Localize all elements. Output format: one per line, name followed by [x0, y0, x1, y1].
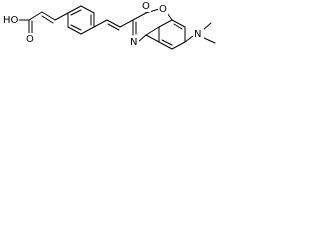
bond-c3-c2 — [132, 12, 147, 21]
benzene-ring — [67, 5, 95, 35]
bond-c-ch — [28, 11, 43, 21]
fused-benzene-ring — [145, 19, 186, 50]
amine-nitrogen-label: N — [194, 29, 201, 40]
bond-benzo-inner-2 — [161, 39, 173, 46]
bond-n-methyl-2 — [203, 37, 216, 44]
bond-vinyl-1b — [41, 15, 54, 24]
bond-benzo-e — [171, 41, 186, 50]
bond-ring-e — [67, 26, 82, 35]
bond-benzo-inner-1 — [173, 23, 183, 30]
bond-c2-o1 — [145, 8, 160, 14]
bond-linker-2b — [107, 23, 120, 31]
vinyl-linker — [93, 19, 134, 31]
ring-nitrogen-label: N — [130, 37, 137, 48]
bond-ring-inner-3 — [70, 24, 82, 31]
bond-benzo-f — [158, 41, 173, 50]
bond-n-methyl-1 — [202, 22, 212, 31]
bond-benzo-g — [145, 34, 160, 43]
bond-ring-n — [184, 35, 194, 43]
bond-benzo-a — [145, 26, 160, 36]
bond-linker-2 — [106, 19, 121, 28]
bond-vinyl-1 — [41, 11, 56, 21]
chemical-structure: HO O O O N N — [2, 1, 216, 50]
bond-ring-inner-1 — [70, 9, 82, 16]
lactone-carbonyl-oxygen-label: O — [142, 1, 150, 12]
bond-benzo-b — [158, 19, 173, 28]
acrylic-acid-group — [18, 11, 69, 34]
bond-ring-a — [67, 5, 82, 14]
ring-oxygen-label: O — [159, 4, 167, 15]
acid-hydroxyl-label: HO — [3, 15, 19, 26]
bond-linker-1 — [93, 19, 108, 28]
bond-linker-3 — [119, 19, 134, 28]
bond-vinyl-ring — [54, 12, 69, 21]
dimethylamino-group — [184, 22, 216, 44]
bond-benzo-c — [171, 19, 186, 28]
acid-carbonyl-oxygen-label: O — [26, 34, 34, 45]
bond-ring-b — [80, 5, 95, 14]
bond-ring-d — [80, 26, 95, 35]
bond-n4-c4a — [137, 34, 147, 43]
